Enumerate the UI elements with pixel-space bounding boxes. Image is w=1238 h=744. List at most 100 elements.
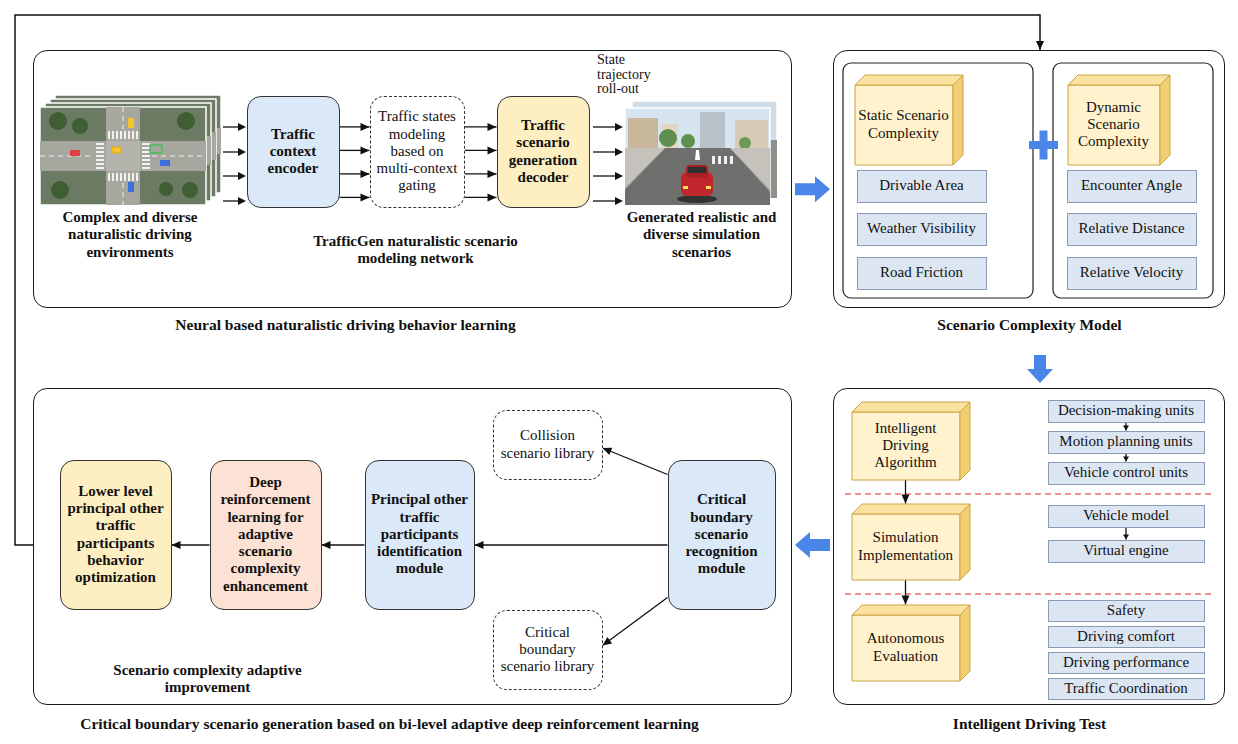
node-label: Traffic Coordination bbox=[1053, 680, 1200, 697]
panel-caption: Critical boundary scenario generation ba… bbox=[80, 715, 699, 733]
node-label: Intelligent Driving Algorithm bbox=[855, 420, 957, 472]
node-label: Traffic scenario generation decoder bbox=[503, 117, 584, 186]
output-arrows bbox=[593, 126, 617, 127]
aerial-image-stack bbox=[142, 167, 150, 169]
block-arrow-shape bbox=[795, 176, 830, 202]
node-label: Vehicle model bbox=[1053, 507, 1200, 524]
output-arrows bbox=[615, 123, 623, 131]
flow-arrow bbox=[1123, 528, 1129, 540]
aerial-image-stack bbox=[150, 145, 162, 153]
item-box: Relative Distance bbox=[1067, 213, 1197, 246]
process-box: Traffic context encoder bbox=[247, 96, 340, 208]
node-label: Lower level principal other traffic part… bbox=[66, 483, 166, 587]
arrowhead bbox=[361, 170, 370, 178]
aerial-image-stack bbox=[96, 143, 104, 145]
node-label: Safety bbox=[1053, 602, 1200, 619]
input-arrows bbox=[223, 123, 246, 205]
aerial-image-stack bbox=[128, 131, 130, 139]
node-label: Traffic states modeling based on multi-c… bbox=[376, 108, 459, 194]
aerial-image-stack bbox=[124, 131, 126, 139]
flow-arrow bbox=[603, 448, 668, 475]
annotation-label: TrafficGen naturalistic scenario modelin… bbox=[308, 233, 523, 268]
cube-box: Simulation Implementation bbox=[852, 504, 970, 580]
flow-arrow bbox=[465, 170, 497, 178]
aerial-image-stack bbox=[96, 131, 150, 181]
aerial-image-stack bbox=[142, 159, 150, 161]
flow-arrow bbox=[1123, 423, 1129, 431]
separator-line bbox=[845, 494, 1215, 594]
arrowhead bbox=[322, 541, 331, 549]
arrowhead bbox=[488, 123, 497, 131]
simulation-image-stack bbox=[695, 150, 700, 160]
aerial-image-stack bbox=[112, 131, 114, 139]
cube-face: Intelligent Driving Algorithm bbox=[852, 412, 960, 480]
node-label: Critical boundary scenario recognition m… bbox=[674, 491, 770, 577]
node-label: Critical boundary scenario library bbox=[499, 624, 597, 676]
node-label: Traffic context encoder bbox=[253, 126, 334, 178]
aerial-image-stack bbox=[123, 183, 124, 205]
flow-arrow bbox=[1123, 454, 1129, 462]
aerial-image-stack bbox=[142, 163, 150, 165]
item-box: Encounter Angle bbox=[1067, 170, 1197, 203]
cube-top bbox=[1068, 75, 1170, 85]
arrowhead bbox=[361, 123, 370, 131]
arrowhead bbox=[172, 541, 181, 549]
input-arrows bbox=[223, 126, 240, 127]
flow-arrow bbox=[340, 193, 370, 201]
simulation-image-stack bbox=[700, 112, 725, 150]
aerial-image-stack bbox=[160, 160, 170, 166]
block-arrow bbox=[795, 532, 830, 558]
node-label: Relative Distance bbox=[1072, 220, 1192, 237]
flow-arrow bbox=[340, 146, 370, 154]
flow-arrow bbox=[902, 580, 910, 605]
aerial-image-stack bbox=[120, 131, 122, 139]
flow-arrow bbox=[172, 541, 210, 549]
output-arrows bbox=[593, 123, 623, 205]
item-box: Relative Velocity bbox=[1067, 257, 1197, 290]
aerial-image-stack bbox=[96, 151, 104, 153]
cube-box: Autonomous Evaluation bbox=[852, 605, 970, 681]
dashed-box: Traffic states modeling based on multi-c… bbox=[370, 96, 465, 208]
flow-arrow bbox=[340, 170, 370, 178]
section-panel: Neural based naturalistic driving behavi… bbox=[33, 50, 792, 308]
aerial-image-stack bbox=[177, 112, 195, 130]
aerial-image-stack bbox=[40, 107, 206, 205]
block-arrow-shape bbox=[795, 532, 830, 558]
arrowhead bbox=[902, 495, 910, 504]
output-arrows bbox=[593, 151, 617, 152]
input-arrows bbox=[238, 123, 246, 131]
cube-side bbox=[960, 504, 970, 580]
aerial-image-stack bbox=[136, 131, 138, 139]
cube-front bbox=[852, 412, 960, 480]
simulation-image-stack bbox=[706, 186, 711, 189]
dashed-box: Critical boundary scenario library bbox=[493, 610, 603, 690]
aerial-image-stack bbox=[142, 143, 150, 145]
panel-caption: Scenario Complexity Model bbox=[937, 316, 1121, 334]
item-box: Safety bbox=[1048, 600, 1205, 622]
aerial-image-stack bbox=[112, 173, 114, 181]
simulation-image-stack bbox=[686, 165, 708, 178]
aerial-image-stack bbox=[116, 173, 118, 181]
node-label: Collision scenario library bbox=[499, 427, 597, 462]
aerial-image-stack bbox=[40, 95, 221, 205]
process-box: Critical boundary scenario recognition m… bbox=[668, 460, 776, 610]
separator-line bbox=[845, 493, 1215, 494]
plus-sign bbox=[1029, 131, 1058, 160]
item-box: Drivable Area bbox=[857, 170, 987, 203]
simulation-image-stack bbox=[625, 148, 770, 205]
node-label: Virtual engine bbox=[1053, 542, 1200, 559]
aerial-image-stack bbox=[116, 131, 118, 139]
aerial-image-stack bbox=[96, 155, 104, 157]
node-label: Motion planning units bbox=[1053, 433, 1200, 450]
node-label: Decision-making units bbox=[1053, 402, 1200, 419]
block-arrow bbox=[795, 176, 830, 202]
input-arrows bbox=[223, 200, 240, 201]
node-label: Autonomous Evaluation bbox=[855, 630, 957, 665]
separator-line bbox=[845, 593, 1215, 594]
aerial-image-stack bbox=[112, 147, 121, 153]
cube-top bbox=[852, 402, 970, 412]
cube-side bbox=[953, 75, 963, 165]
cube-face: Autonomous Evaluation bbox=[852, 615, 960, 681]
simulation-image-stack bbox=[625, 148, 665, 188]
